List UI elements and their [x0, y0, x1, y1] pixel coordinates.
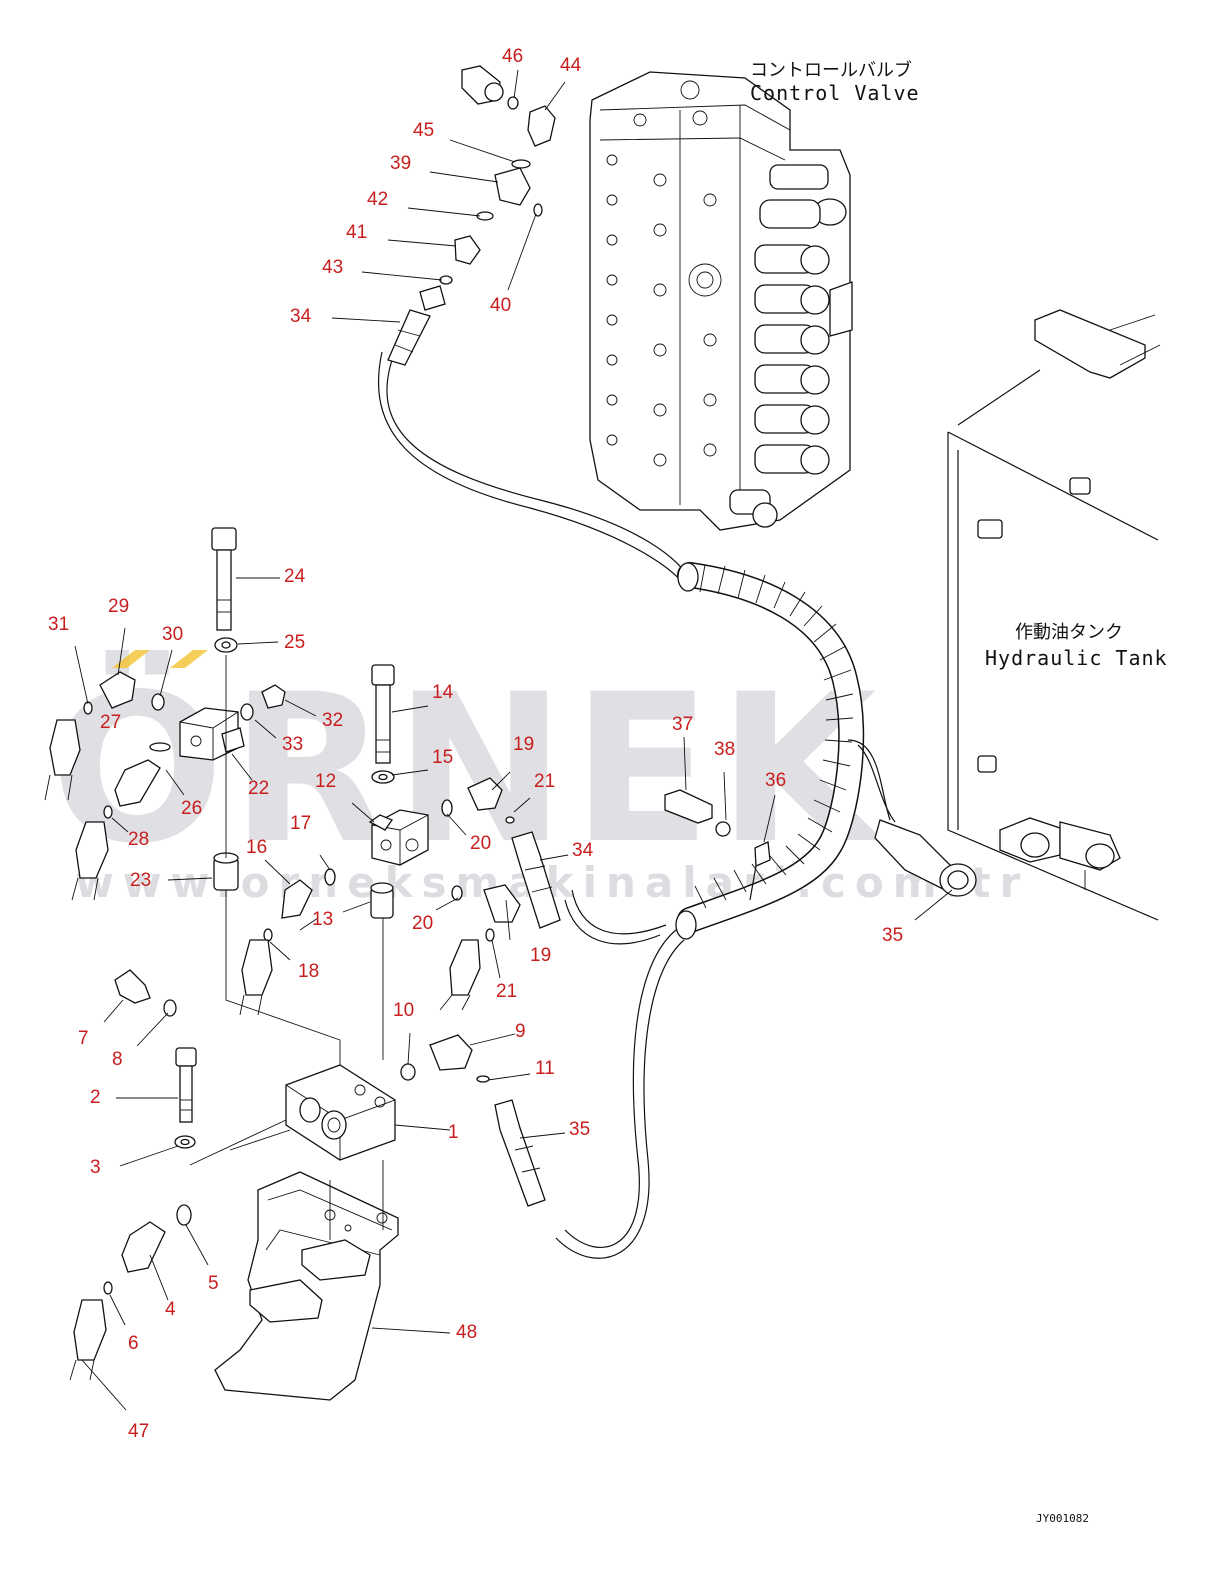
- control-valve-label-jp: コントロールバルブ: [750, 59, 912, 81]
- callout-35-bottom: 35: [569, 1119, 590, 1140]
- callout-17: 17: [290, 813, 311, 834]
- callout-1: 1: [448, 1122, 459, 1143]
- callout-48: 48: [456, 1322, 477, 1343]
- callout-3: 3: [90, 1157, 101, 1178]
- callout-6: 6: [128, 1333, 139, 1354]
- callout-15: 15: [432, 747, 453, 768]
- callout-43: 43: [322, 257, 343, 278]
- watermark-umlaut-left: [112, 650, 150, 668]
- callout-22: 22: [248, 778, 269, 799]
- callout-30: 30: [162, 624, 183, 645]
- callout-19-bottom: 19: [530, 945, 551, 966]
- watermark-umlaut-right: [170, 650, 208, 668]
- callout-18: 18: [298, 961, 319, 982]
- spiral-guard-wraps: [694, 564, 854, 909]
- callout-27: 27: [100, 712, 121, 733]
- callout-32: 32: [322, 710, 343, 731]
- callout-11: 11: [535, 1058, 555, 1079]
- callouts: 46 44 45 39 42 41 43 34 40 24 25 29 31 3…: [48, 46, 903, 1442]
- drawing-code: JY001082: [1036, 1512, 1089, 1525]
- callout-10: 10: [393, 1000, 414, 1021]
- callout-34-top: 34: [290, 306, 312, 327]
- callout-8: 8: [112, 1049, 123, 1070]
- control-valve-drawing: [589, 71, 853, 531]
- callout-31: 31: [48, 614, 69, 635]
- callout-39: 39: [390, 153, 411, 174]
- callout-36: 36: [765, 770, 786, 791]
- center-manifold-assembly: [239, 664, 561, 1060]
- callout-26: 26: [181, 798, 202, 819]
- callout-19-top: 19: [513, 734, 534, 755]
- callout-45: 45: [413, 120, 434, 141]
- hose-34-upper: [386, 359, 691, 581]
- callout-14: 14: [432, 682, 454, 703]
- callout-25: 25: [284, 632, 305, 653]
- hydraulic-tank-label-jp: 作動油タンク: [1015, 622, 1123, 643]
- callout-23: 23: [130, 870, 151, 891]
- callout-34-mid: 34: [572, 840, 594, 861]
- left-manifold-assembly: [44, 527, 341, 1041]
- callout-42: 42: [367, 189, 388, 210]
- callout-28: 28: [128, 829, 149, 850]
- callout-29: 29: [108, 596, 129, 617]
- main-block-assembly: [69, 969, 546, 1381]
- hydraulic-tank-drawing: [947, 309, 1161, 921]
- clamp-assembly: [664, 789, 771, 901]
- callout-37: 37: [672, 714, 693, 735]
- hydraulic-tank-label-en: Hydraulic Tank: [985, 646, 1168, 670]
- callout-12: 12: [315, 771, 336, 792]
- callout-38: 38: [714, 739, 735, 760]
- watermark-brand: ÖRNEK: [50, 650, 884, 889]
- callout-20-bottom: 20: [412, 913, 433, 934]
- callout-5: 5: [208, 1273, 219, 1294]
- callout-21-top: 21: [534, 771, 555, 792]
- control-valve-label-en: Control Valve: [750, 81, 920, 105]
- callout-40: 40: [490, 295, 511, 316]
- callout-2: 2: [90, 1087, 101, 1108]
- callout-21-bottom: 21: [496, 981, 517, 1002]
- callout-33: 33: [282, 734, 303, 755]
- callout-9: 9: [515, 1021, 526, 1042]
- bracket-48-drawing: [214, 1160, 399, 1401]
- callout-16: 16: [246, 837, 267, 858]
- upper-fittings: [387, 65, 556, 366]
- component-labels: コントロールバルブ Control Valve 作動油タンク Hydraulic…: [750, 59, 1168, 1525]
- callout-13: 13: [312, 909, 333, 930]
- callout-24: 24: [284, 566, 306, 587]
- callout-20-top: 20: [470, 833, 491, 854]
- callout-35-right: 35: [882, 925, 903, 946]
- callout-7: 7: [78, 1028, 89, 1049]
- callout-41: 41: [346, 222, 367, 243]
- callout-46: 46: [502, 46, 523, 67]
- hoses: [377, 351, 977, 1259]
- callout-47: 47: [128, 1421, 149, 1442]
- callout-44: 44: [560, 55, 582, 76]
- leader-lines: [74, 69, 953, 1411]
- callout-4: 4: [165, 1299, 176, 1320]
